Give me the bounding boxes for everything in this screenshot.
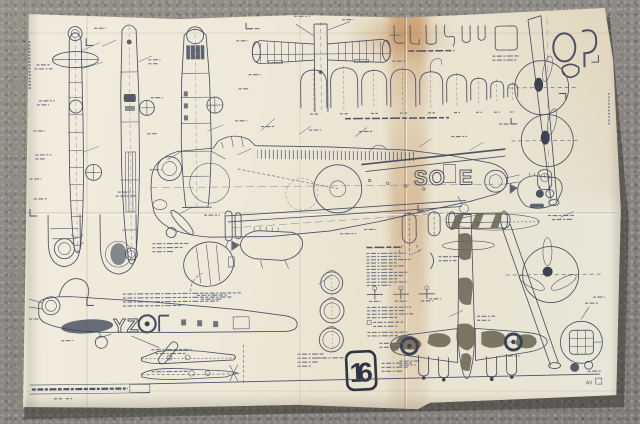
- corner-mark: A3: [586, 377, 603, 386]
- nose-detail-2: [99, 213, 137, 275]
- side-code-letters: YZ: [113, 316, 139, 337]
- engine-front-detail: [559, 307, 603, 372]
- sheet-number: 16: [349, 357, 373, 388]
- title-strip: [29, 383, 151, 400]
- nacelle-top-detail: [231, 226, 304, 269]
- wing-front-elevation-upper: [508, 15, 579, 210]
- nacelle-side-detail: [509, 172, 563, 209]
- fuselage-sections-main-row: [300, 58, 519, 120]
- annotation-micro-labels: [28, 15, 611, 373]
- camouflage-plan-view: [389, 210, 548, 382]
- underwing-code-letters: [552, 29, 598, 79]
- cross-section-stack: [318, 269, 345, 354]
- fuselage-side-view-main: SO E: [149, 135, 520, 256]
- fuselage-top-view-2: [120, 24, 155, 265]
- fuselage-sections-upper-row: [393, 24, 521, 61]
- parts-list: [366, 246, 461, 337]
- fuselage-code-letters-left: SO: [414, 167, 447, 190]
- fuselage-top-view-1: [51, 26, 102, 253]
- tailplane-plan-view: [251, 21, 391, 114]
- wing-front-elevation-lower: [501, 223, 601, 369]
- underside-torpedo-shapes: [141, 344, 245, 383]
- fuselage-code-letter-right: E: [459, 166, 474, 189]
- ground-line: [149, 373, 600, 385]
- nose-detail-1: [47, 214, 81, 268]
- sheet-number-badge: 16: [344, 349, 378, 392]
- rear-fuselage-side-view: YZ: [28, 278, 298, 365]
- fuselage-side-view-vertical: [167, 26, 226, 208]
- propeller-blade-detail: [165, 209, 194, 238]
- fin-rudder-detail: [183, 241, 235, 292]
- vertical-margin-text: [28, 41, 31, 90]
- corner-mark-text: A3: [586, 380, 592, 386]
